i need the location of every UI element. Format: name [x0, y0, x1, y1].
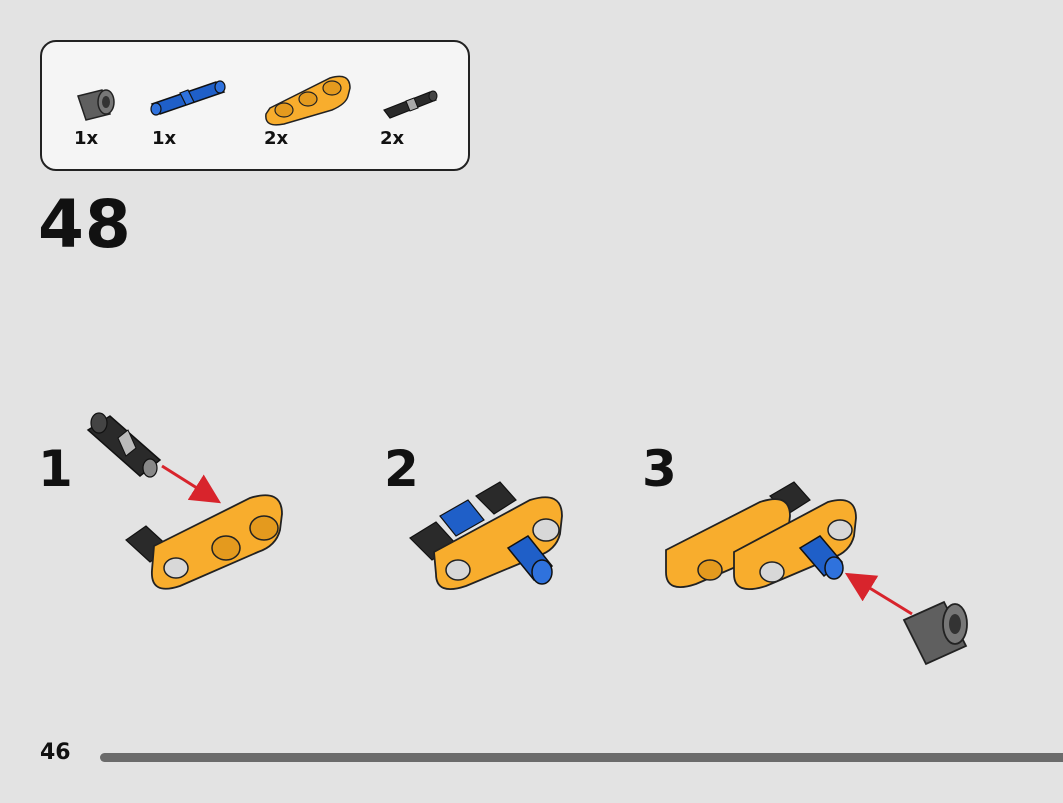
beam-3-icon	[733, 499, 857, 590]
insert-arrow	[161, 464, 222, 504]
black-pin-icon	[86, 412, 162, 478]
beam-3-icon	[433, 496, 563, 590]
part-qty: 1x	[74, 128, 99, 149]
substep-1-illustration	[86, 412, 283, 590]
blue-pin-icon	[150, 80, 226, 116]
substep-2-illustration	[409, 481, 563, 590]
part-qty: 2x	[380, 128, 405, 149]
part-black-pin: 2x	[380, 86, 444, 149]
part-qty: 2x	[264, 128, 289, 149]
bush-icon	[77, 89, 115, 121]
substep-3-illustration	[665, 481, 968, 666]
beam-3-icon	[265, 75, 351, 126]
blue-pin-icon	[798, 535, 844, 580]
black-pin-icon	[383, 90, 438, 119]
page-number: 46	[40, 740, 71, 765]
bush-icon	[902, 600, 968, 666]
blue-pin-icon	[439, 499, 485, 537]
part-qty: 1x	[152, 128, 177, 149]
beam-3-icon	[151, 494, 283, 590]
substep-number-2: 2	[384, 440, 419, 498]
step-number: 48	[38, 186, 132, 263]
part-beam-3: 2x	[260, 68, 356, 149]
substep-number-3: 3	[642, 440, 677, 498]
parts-list-box: 1x 1x 2x 2x	[40, 40, 470, 171]
part-blue-pin: 1x	[146, 76, 238, 149]
black-pin-icon	[475, 481, 517, 515]
page-progress-bar	[100, 753, 1063, 762]
insert-arrow	[844, 572, 913, 616]
part-bush: 1x	[72, 84, 120, 149]
substep-number-1: 1	[38, 440, 73, 498]
beam-3-icon	[665, 498, 791, 588]
blue-pin-icon	[506, 535, 554, 585]
